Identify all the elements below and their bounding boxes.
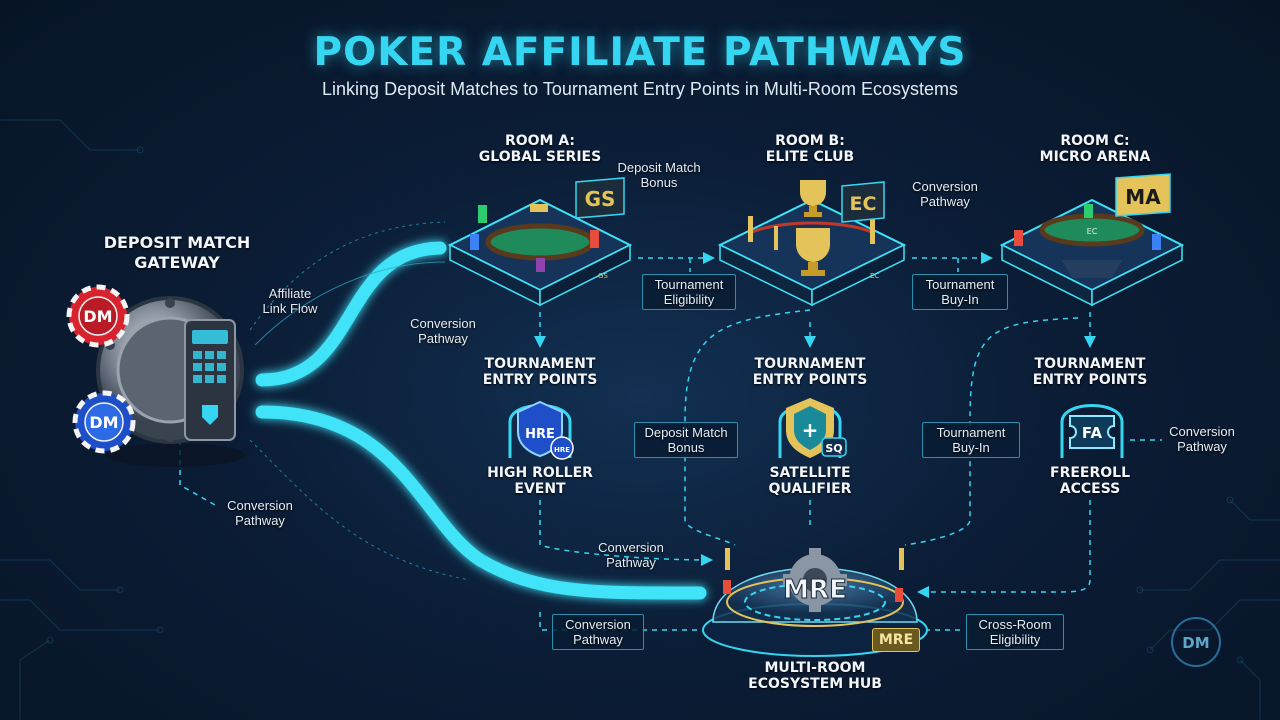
center-conversion-label: Conversion Pathway bbox=[598, 540, 664, 570]
dm-chip-blue-icon: DM bbox=[72, 390, 136, 454]
room-a-badge-text: GS bbox=[585, 187, 616, 211]
link-ab-label: Tournament Eligibility bbox=[642, 274, 736, 310]
hub-core-text: MRE bbox=[783, 575, 847, 605]
bottom-conversion-label: Conversion Pathway bbox=[552, 614, 644, 650]
room-c-badge: MA bbox=[1115, 173, 1171, 217]
room-a-badge: GS bbox=[575, 177, 625, 219]
gear-icon bbox=[783, 548, 847, 612]
gateway-title: DEPOSIT MATCH GATEWAY bbox=[103, 233, 251, 272]
high-roller-event-label: HIGH ROLLER EVENT bbox=[487, 465, 593, 497]
room-b-badge: EC bbox=[841, 181, 885, 223]
room-b-platform: EC bbox=[717, 180, 907, 307]
high-roller-shield-icon: HRE HRE bbox=[508, 400, 574, 460]
left-conversion-label: Conversion Pathway bbox=[410, 316, 476, 346]
entry-a-title: TOURNAMENT ENTRY POINTS bbox=[482, 356, 598, 388]
satellite-icon-text: + bbox=[802, 418, 819, 442]
freeroll-conversion-label: Conversion Pathway bbox=[1169, 424, 1235, 454]
entry-c-title: TOURNAMENT ENTRY POINTS bbox=[1032, 356, 1148, 388]
gateway-conversion-label: Conversion Pathway bbox=[227, 498, 293, 528]
trophy-large-icon bbox=[796, 228, 830, 276]
corner-logo-text: DM bbox=[1182, 634, 1209, 652]
circuit-decoration-left bbox=[0, 119, 164, 720]
room-c-badge-text: MA bbox=[1125, 185, 1161, 209]
hub-tag-text: MRE bbox=[878, 632, 914, 648]
main-flow-lower bbox=[255, 405, 707, 600]
room-b-badge-text: EC bbox=[850, 193, 877, 215]
circuit-decoration-right bbox=[1136, 496, 1280, 720]
satellite-badge-text: SQ bbox=[825, 442, 842, 455]
mid-deposit-match-label: Deposit Match Bonus bbox=[634, 422, 738, 458]
dm-chip-red-text: DM bbox=[83, 307, 112, 326]
page-subtitle: Linking Deposit Matches to Tournament En… bbox=[322, 79, 958, 99]
freeroll-icon-text: FA bbox=[1082, 424, 1103, 442]
freeroll-ticket-icon: FA bbox=[1060, 404, 1124, 458]
cross-room-label: Cross-Room Eligibility bbox=[966, 614, 1064, 650]
high-roller-icon-text: HRE bbox=[525, 427, 555, 442]
link-bc-label: Tournament Buy-In bbox=[912, 274, 1008, 310]
vault-gateway-icon bbox=[96, 296, 245, 467]
satellite-shield-icon: + SQ bbox=[778, 398, 847, 458]
freeroll-access-label: FREEROLL ACCESS bbox=[1050, 465, 1130, 497]
room-a-title: ROOM A: GLOBAL SERIES bbox=[478, 133, 602, 165]
room-c-table-tag: EC bbox=[1087, 227, 1098, 236]
entry-b-title: TOURNAMENT ENTRY POINTS bbox=[752, 356, 868, 388]
trophy-icon bbox=[800, 180, 826, 217]
mid-tournament-buy-in-label: Tournament Buy-In bbox=[922, 422, 1020, 458]
room-c-title: ROOM C: MICRO ARENA bbox=[1039, 133, 1151, 165]
page-title: POKER AFFILIATE PATHWAYS bbox=[313, 30, 967, 75]
corner-dm-logo: DM bbox=[1171, 617, 1221, 667]
room-c-platform: EC bbox=[999, 198, 1185, 307]
dm-chip-blue-text: DM bbox=[89, 413, 118, 432]
room-a-table-tag: GS bbox=[598, 272, 608, 280]
main-flow-upper bbox=[255, 241, 447, 387]
satellite-qualifier-label: SATELLITE QUALIFIER bbox=[768, 465, 852, 497]
room-b-title: ROOM B: ELITE CLUB bbox=[765, 133, 855, 165]
room-b-conversion-label: Conversion Pathway bbox=[912, 179, 978, 209]
room-a-deposit-label: Deposit Match Bonus bbox=[617, 160, 701, 190]
hub-title: MULTI-ROOM ECOSYSTEM HUB bbox=[748, 660, 882, 692]
dm-chip-red-icon: DM bbox=[66, 284, 130, 348]
room-b-table-tag: EC bbox=[870, 272, 879, 280]
room-a-platform: GS bbox=[447, 198, 633, 307]
high-roller-badge-text: HRE bbox=[554, 446, 570, 454]
hub-tag: MRE bbox=[872, 628, 920, 652]
affiliate-link-label: Affiliate Link Flow bbox=[262, 286, 318, 316]
ecosystem-hub-dome: MRE bbox=[702, 548, 928, 657]
